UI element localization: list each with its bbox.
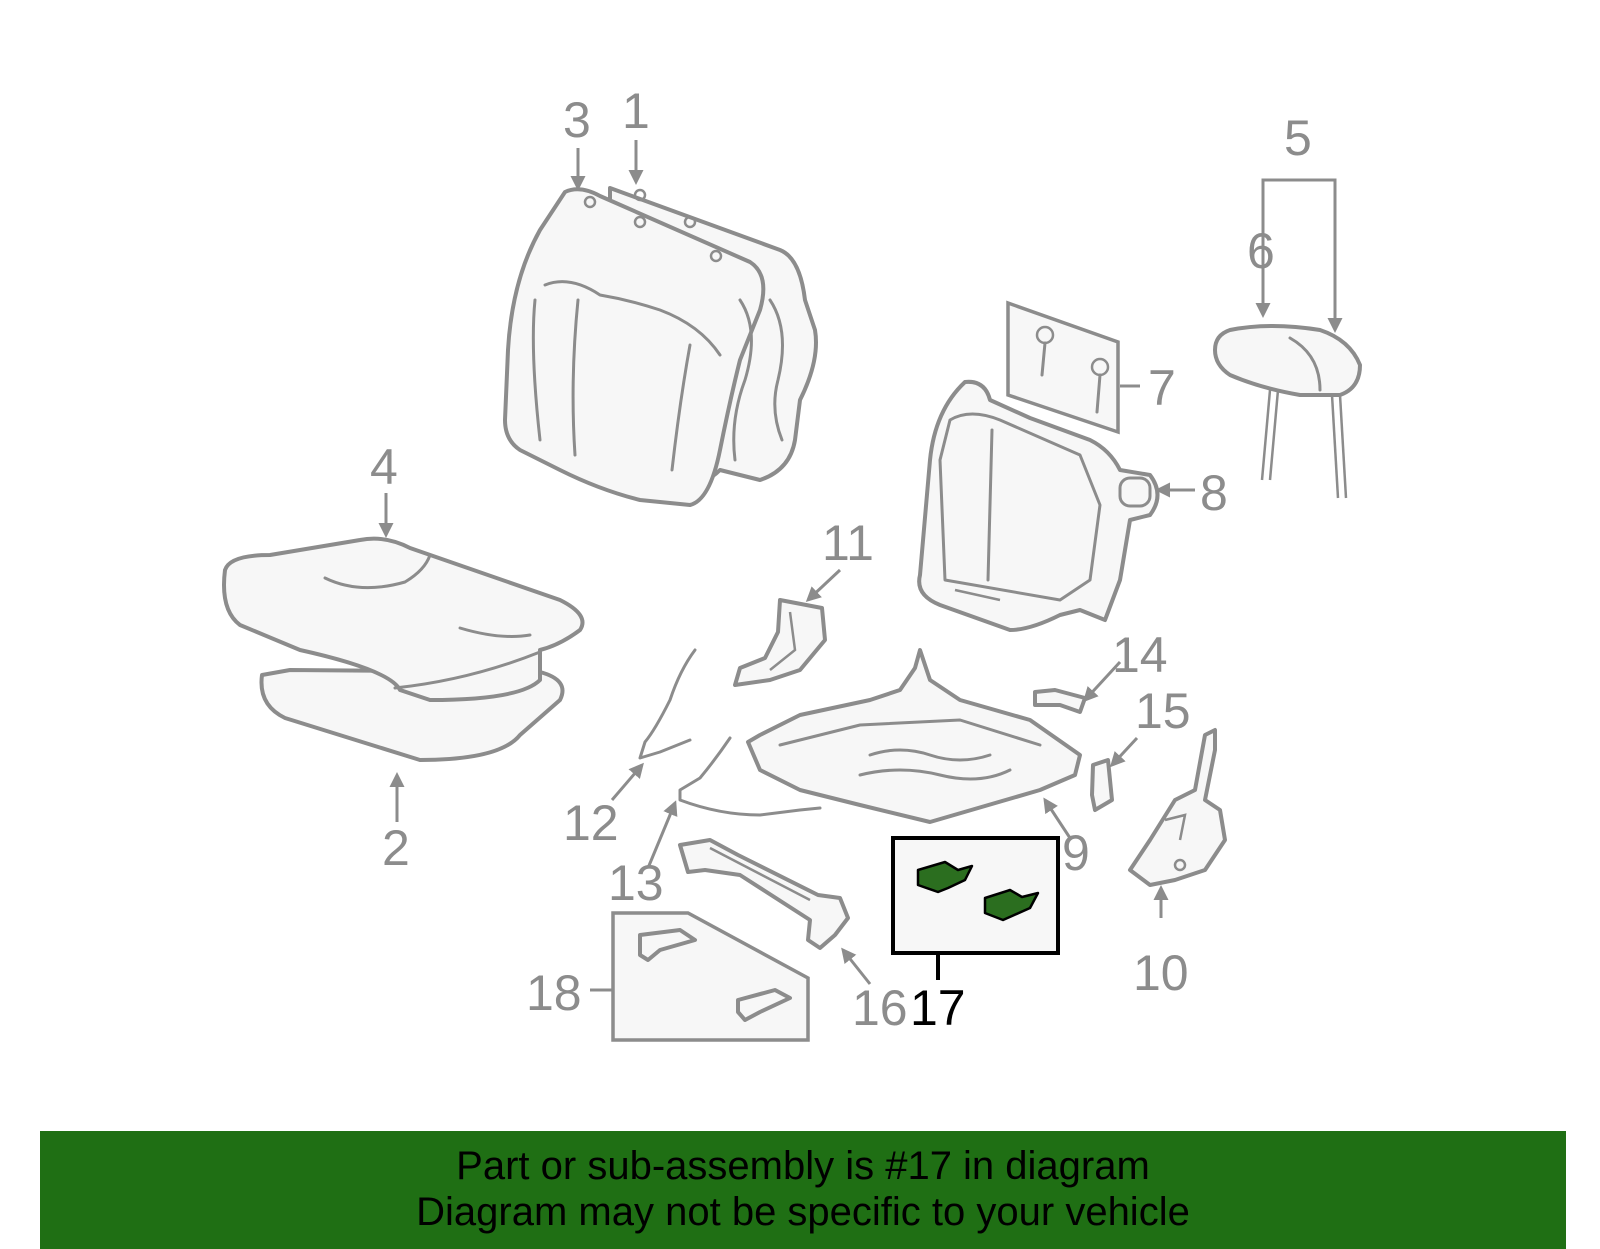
banner-line-1: Part or sub-assembly is #17 in diagram	[456, 1144, 1150, 1188]
callout-11: 11	[822, 515, 874, 571]
callout-6: 6	[1247, 223, 1275, 279]
callout-10: 10	[1133, 945, 1189, 1001]
seat-back-cover-part	[503, 186, 818, 507]
callout-17[interactable]: 17	[910, 980, 966, 1036]
headrest-part	[1213, 324, 1362, 499]
callout-9: 9	[1062, 825, 1090, 881]
callout-2: 2	[382, 820, 410, 876]
banner-line-2: Diagram may not be specific to your vehi…	[416, 1190, 1190, 1234]
seat-cushion-part	[222, 536, 585, 762]
callout-13: 13	[608, 855, 664, 911]
leader-lines	[378, 140, 1343, 992]
seat-track-part	[678, 838, 850, 950]
callout-15: 15	[1135, 683, 1191, 739]
cushion-frame-part	[746, 648, 1082, 824]
callout-5: 5	[1284, 110, 1312, 166]
callout-3: 3	[563, 92, 591, 148]
callout-1: 1	[622, 83, 650, 139]
side-cover-part	[733, 598, 827, 687]
callout-18: 18	[526, 965, 582, 1021]
bolt-kit-part	[1006, 300, 1120, 435]
callout-4: 4	[370, 439, 398, 495]
callout-16: 16	[852, 980, 908, 1036]
info-banner: Part or sub-assembly is #17 in diagram D…	[40, 1131, 1566, 1249]
seat-back-frame-part	[917, 379, 1160, 632]
callout-12: 12	[563, 795, 619, 851]
callout-7: 7	[1148, 360, 1176, 416]
highlighted-part-box[interactable]	[891, 836, 1060, 980]
callout-14: 14	[1112, 627, 1168, 683]
callout-8: 8	[1200, 465, 1228, 521]
recliner-cover-part	[1128, 728, 1227, 887]
hinge-cover-kit-part	[611, 911, 810, 1042]
end-cover-part	[1090, 758, 1114, 812]
bracket-part	[1033, 688, 1087, 714]
release-cable-part	[638, 648, 822, 817]
